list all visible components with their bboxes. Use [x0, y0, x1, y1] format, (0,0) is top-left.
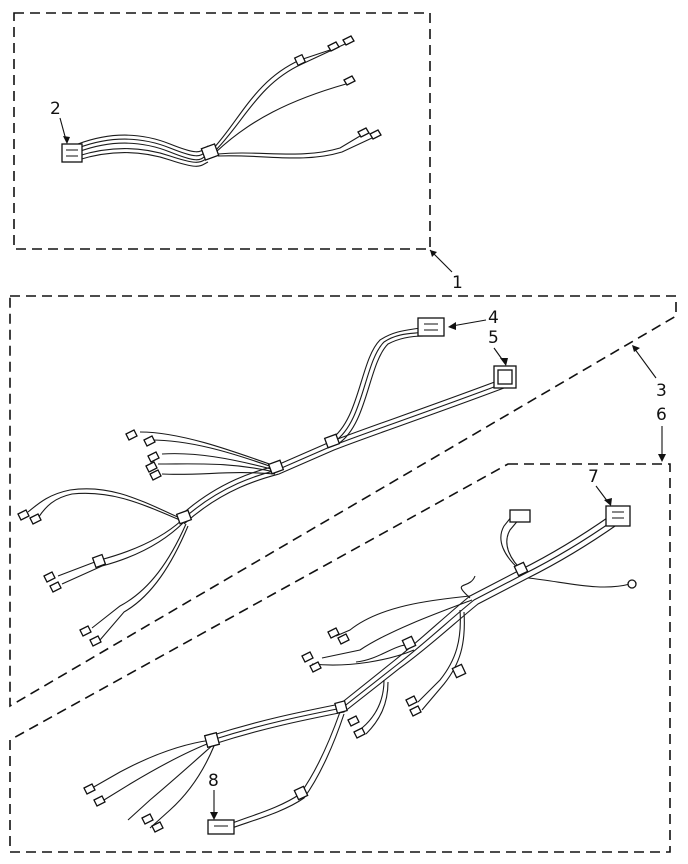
- callout-3: 3: [656, 381, 667, 401]
- callout-6: 6: [656, 405, 667, 425]
- callout-1: 1: [452, 273, 463, 293]
- kit-1-dashed-box: [13, 12, 431, 250]
- kit-3-group: 4 5: [9, 295, 677, 708]
- connector-8: [207, 819, 235, 835]
- connector-7: [605, 505, 631, 527]
- kit-1-group: 2: [13, 12, 431, 250]
- kit-6-dashed-box: [9, 463, 671, 853]
- kit-6-harness: [83, 505, 637, 835]
- callout-2: 2: [50, 99, 61, 119]
- connector-4: [417, 317, 445, 337]
- callout-7: 7: [588, 467, 599, 487]
- connector-small-top: [509, 509, 531, 523]
- callout-5: 5: [488, 328, 499, 348]
- kit-3-dashed-box: [9, 295, 677, 708]
- kit-1-harness: [61, 35, 382, 167]
- kit-3-harness: [17, 317, 517, 647]
- connector-2: [61, 143, 83, 163]
- callout-4: 4: [488, 308, 499, 328]
- kit-6-group: 7 8: [9, 463, 671, 853]
- callout-8: 8: [208, 771, 219, 791]
